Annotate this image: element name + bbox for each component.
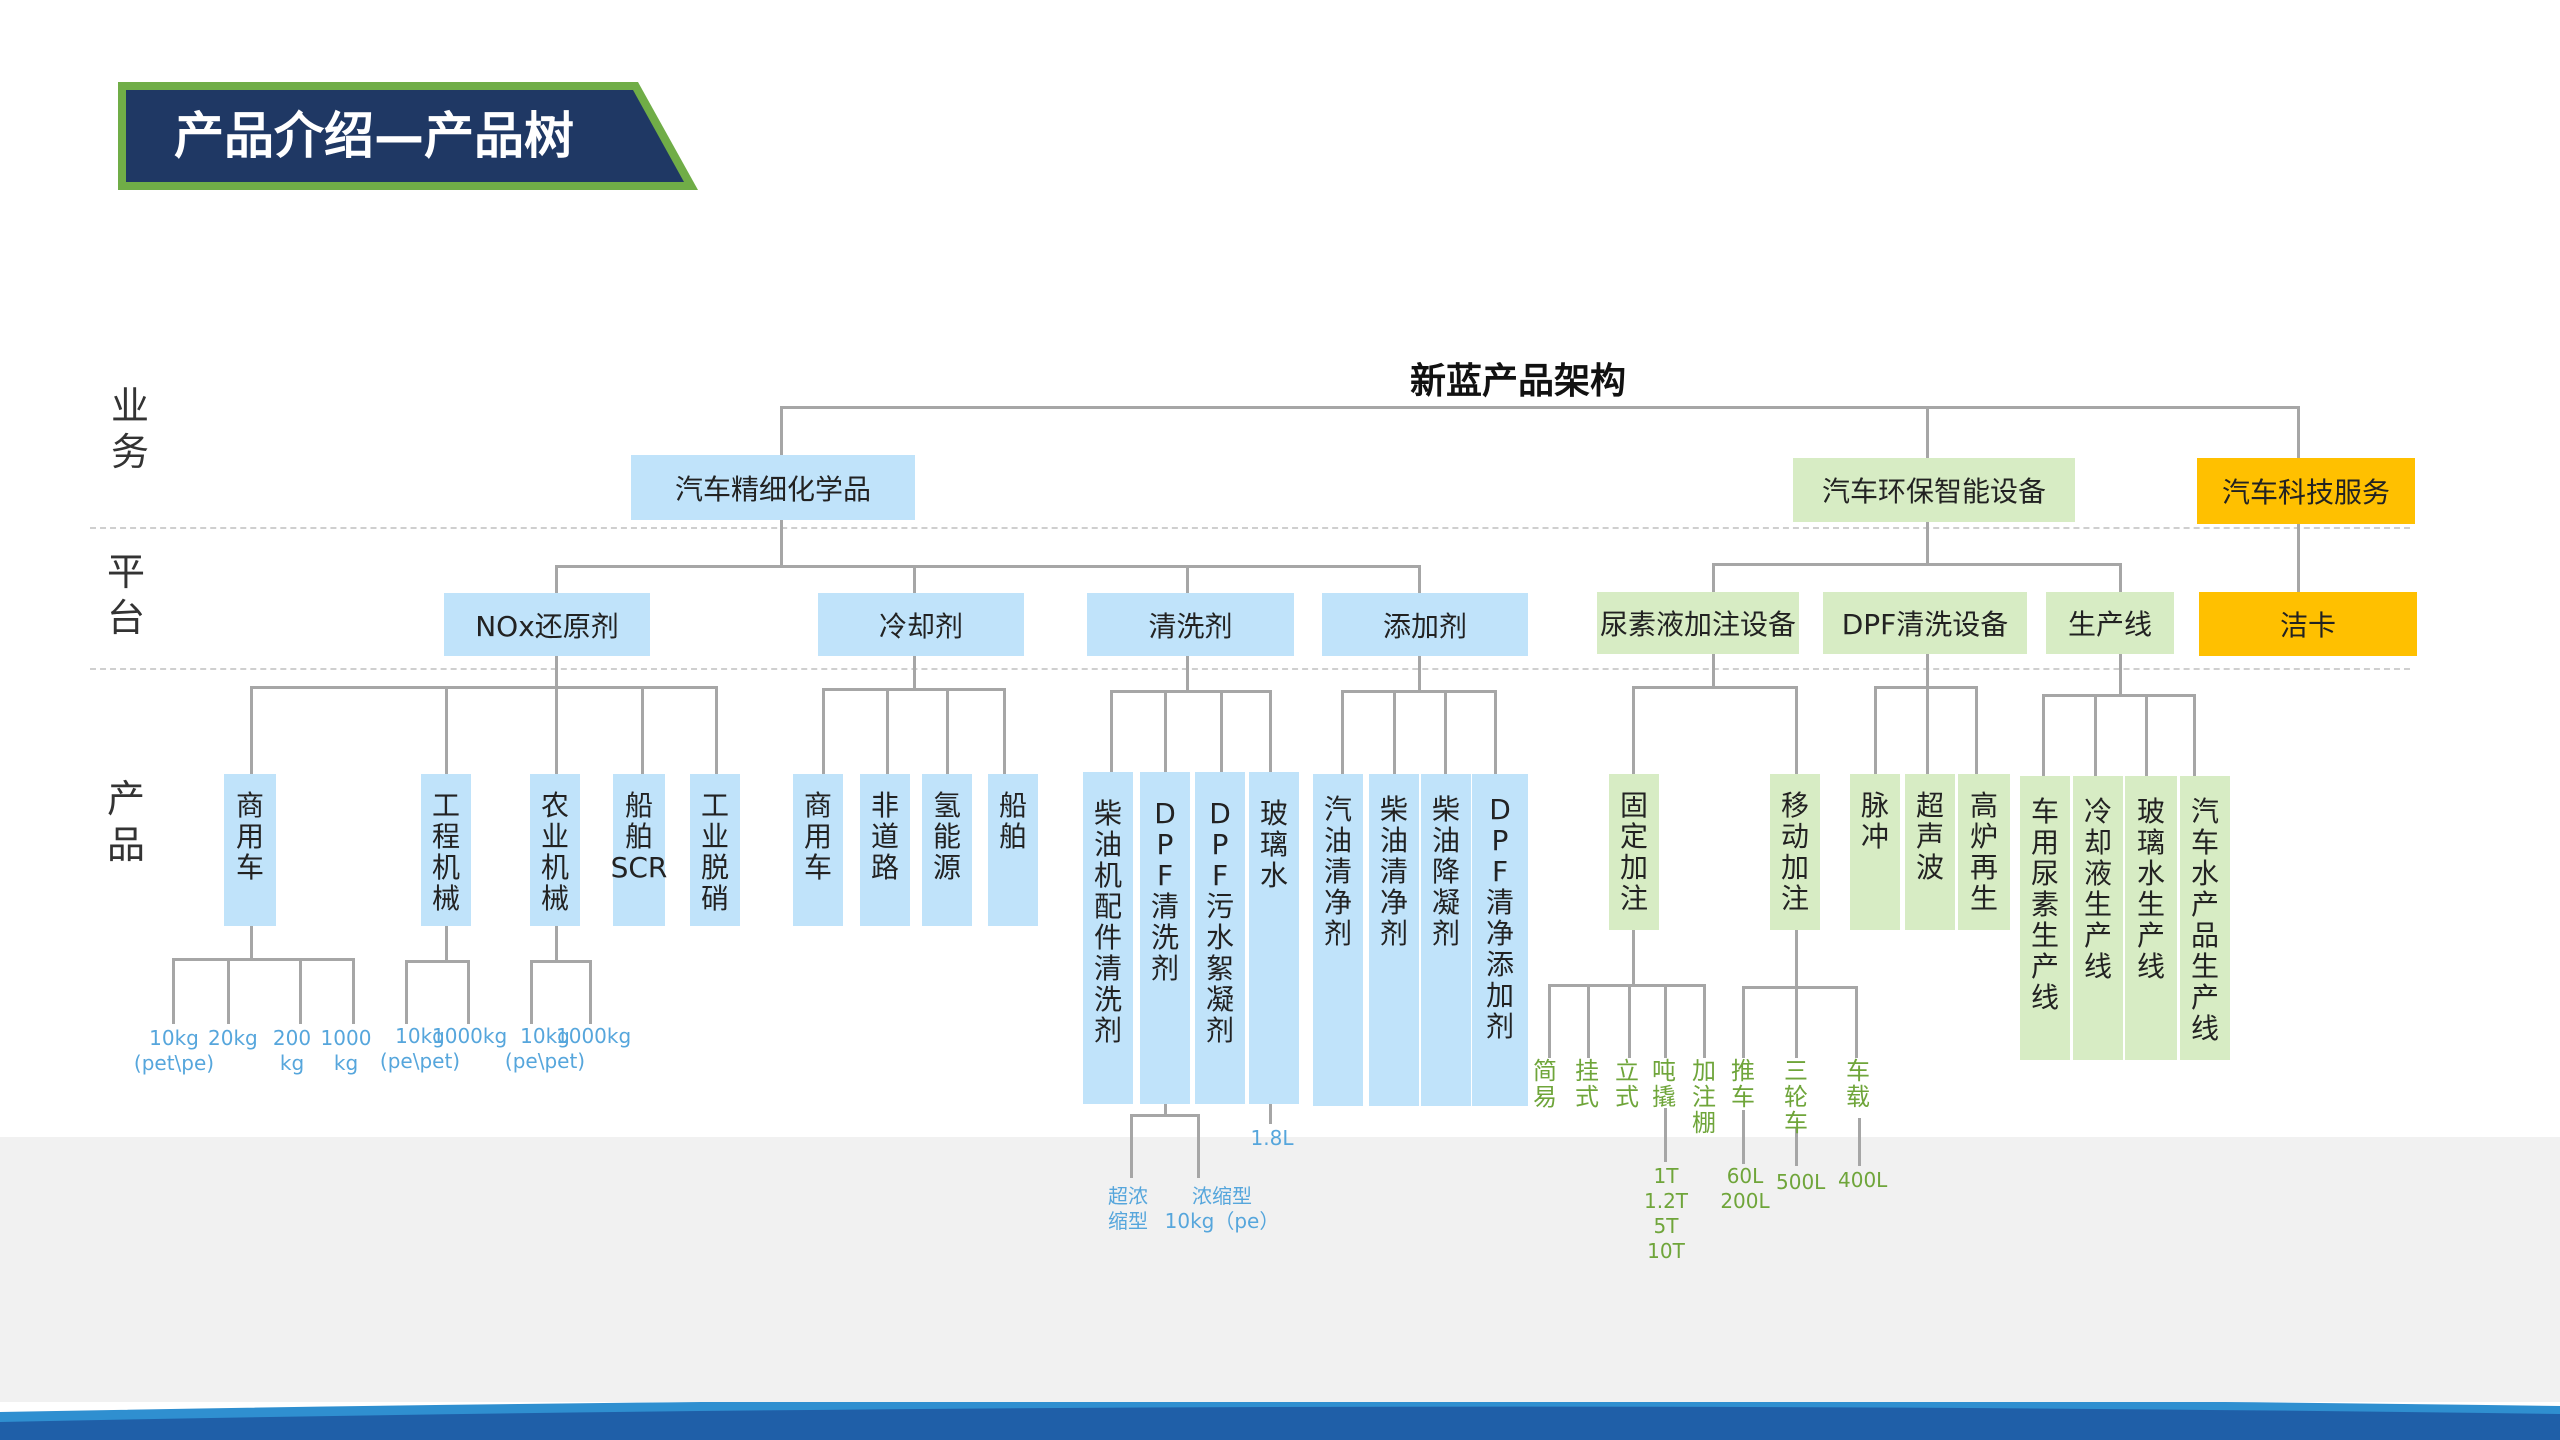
row-label-platform: 平台 xyxy=(106,550,145,640)
platform-cleaner: 清洗剂 xyxy=(1087,593,1294,656)
business-auto-fine-chemicals: 汽车精细化学品 xyxy=(631,455,915,520)
spec-fixed-vertical: 立式 xyxy=(1615,1057,1639,1111)
business-auto-tech-service: 汽车科技服务 xyxy=(2197,458,2415,524)
product-additive-gasoline-detergent: 汽油清净剂 xyxy=(1313,774,1363,1106)
product-line-coolant: 冷却液生产线 xyxy=(2073,776,2123,1060)
spec-mobile-cart: 推车 xyxy=(1731,1057,1755,1111)
architecture-title: 新蓝产品架构 xyxy=(1410,361,1627,402)
spec-dpf-super-concentrate: 超浓缩型 xyxy=(1108,1184,1148,1233)
product-nox-engineering-machinery: 工程机械 xyxy=(421,774,471,926)
spec-mobile-tricycle-capacity: 500L xyxy=(1776,1170,1826,1194)
product-nox-industrial-denitration: 工业脱硝 xyxy=(690,774,740,926)
divider-platform-product xyxy=(90,668,2410,670)
product-mobile-filling: 移动加注 xyxy=(1770,774,1820,930)
spec-fixed-simple: 简易 xyxy=(1533,1057,1557,1111)
product-cleaner-diesel-parts: 柴油机配件清洗剂 xyxy=(1083,772,1133,1104)
business-env-smart-equipment: 汽车环保智能设备 xyxy=(1793,458,2075,522)
product-nox-agricultural-machinery: 农业机械 xyxy=(530,774,580,926)
product-fixed-filling: 固定加注 xyxy=(1609,774,1659,930)
spec-mobile-vehicle: 车载 xyxy=(1846,1057,1870,1111)
platform-additive: 添加剂 xyxy=(1322,593,1528,656)
platform-production-line: 生产线 xyxy=(2046,592,2174,654)
spec-mobile-tricycle: 三轮车 xyxy=(1784,1057,1808,1137)
product-coolant-hydrogen: 氢能源 xyxy=(922,774,972,926)
footer-wave-band xyxy=(0,1402,2560,1440)
spec-fixed-ton-skid: 吨撬 xyxy=(1652,1057,1676,1111)
product-coolant-marine: 船舶 xyxy=(988,774,1038,926)
product-coolant-off-road: 非道路 xyxy=(860,774,910,926)
row-label-business: 业务 xyxy=(110,384,149,474)
spec-mobile-vehicle-capacity: 400L xyxy=(1838,1168,1888,1192)
product-dpf-kiln-regeneration: 高炉再生 xyxy=(1958,774,2010,930)
product-line-urea: 车用尿素生产线 xyxy=(2020,776,2070,1060)
platform-nox-reductant: NOx还原剂 xyxy=(444,593,650,656)
spec-glass-1-8l: 1.8L xyxy=(1250,1126,1294,1150)
spec-eng-1000kg: 1000kg xyxy=(432,1024,508,1048)
title-banner xyxy=(118,82,698,190)
product-additive-diesel-pour-point: 柴油降凝剂 xyxy=(1421,774,1471,1106)
footer-gray-band xyxy=(0,1137,2560,1402)
spec-fixed-shed: 加注棚 xyxy=(1692,1057,1716,1137)
platform-coolant: 冷却剂 xyxy=(818,593,1024,656)
page-title: 产品介绍—产品树 xyxy=(174,107,574,165)
spec-agri-1000kg: 1000kg xyxy=(556,1024,632,1048)
spec-truck-10kg: 10kg(pet\pe) xyxy=(133,1026,215,1075)
row-label-product: 产品 xyxy=(106,777,145,867)
product-dpf-ultrasonic: 超声波 xyxy=(1905,774,1955,930)
product-line-windshield-fluid: 玻璃水生产线 xyxy=(2125,776,2177,1060)
product-coolant-commercial-vehicle: 商用车 xyxy=(793,774,843,926)
platform-dpf-cleaning-equipment: DPF清洗设备 xyxy=(1823,592,2027,654)
product-dpf-pulse: 脉冲 xyxy=(1850,774,1900,930)
divider-business-platform xyxy=(90,527,2410,529)
product-additive-diesel-detergent: 柴油清净剂 xyxy=(1369,774,1419,1106)
product-cleaner-windshield-fluid: 玻璃水 xyxy=(1249,772,1299,1104)
platform-urea-filling-equipment: 尿素液加注设备 xyxy=(1597,592,1799,654)
spec-eng-10kg: 10kg(pe\pet) xyxy=(379,1024,461,1073)
spec-agri-10kg: 10kg(pe\pet) xyxy=(504,1024,586,1073)
product-line-auto-water-products: 汽车水产品生产线 xyxy=(2180,776,2230,1060)
spec-fixed-wall: 挂式 xyxy=(1575,1057,1599,1111)
platform-jieka: 洁卡 xyxy=(2199,592,2417,656)
product-nox-commercial-vehicle: 商用车 xyxy=(224,774,276,926)
spec-truck-20kg: 20kg xyxy=(208,1026,258,1050)
